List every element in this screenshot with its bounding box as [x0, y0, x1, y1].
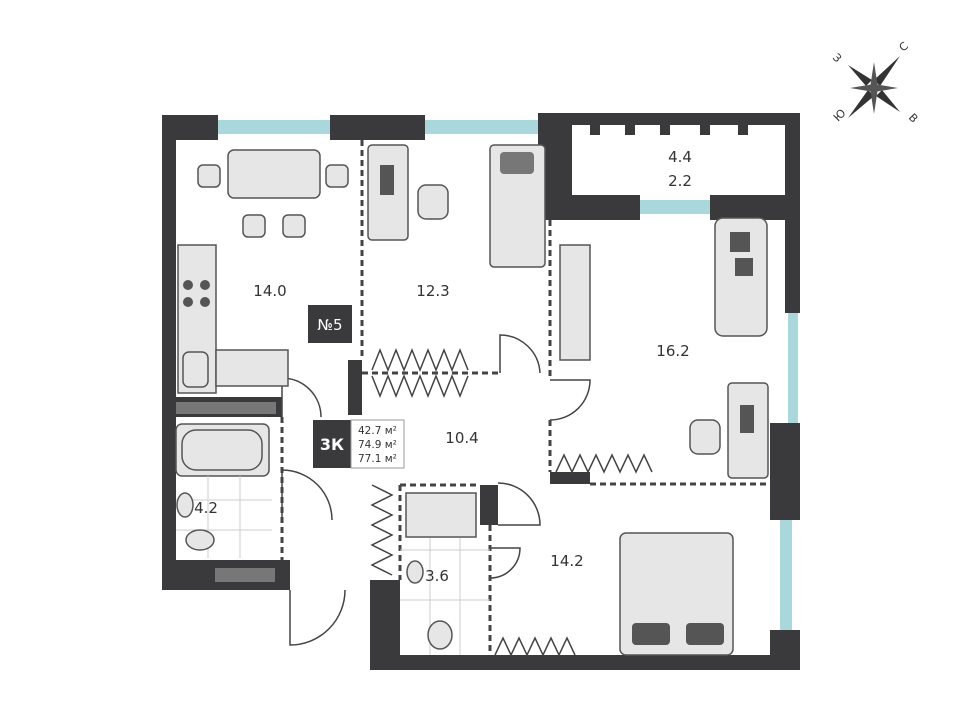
partitions: [280, 140, 770, 657]
room-area-top: 12.3: [416, 282, 449, 300]
total-area: 74.9 м²: [358, 439, 397, 451]
room-area-hall: 10.4: [445, 429, 478, 447]
compass-west: З: [830, 51, 844, 65]
areas-box: [350, 419, 405, 469]
compass-east: В: [906, 111, 921, 126]
room-area-bath: 4.2: [194, 499, 218, 517]
total-area-with-balcony: 77.1 м²: [358, 453, 397, 465]
apartment-number: №5: [317, 316, 342, 334]
apartment-number-badge: [308, 305, 352, 343]
compass-north: С: [897, 39, 911, 54]
balcony-reduced-area: 2.2: [668, 172, 692, 190]
room-area-bedroom: 14.2: [550, 552, 583, 570]
room-area-kitchen: 14.0: [253, 282, 286, 300]
room-area-wc: 3.6: [425, 567, 449, 585]
type-badge: [313, 420, 351, 468]
outer-walls: [162, 113, 800, 670]
balcony-area: 4.4: [668, 148, 692, 166]
living-area: 42.7 м²: [358, 425, 397, 437]
compass-south: Ю: [831, 106, 849, 124]
furniture: [175, 144, 769, 656]
compass-rose-icon: [848, 56, 900, 118]
type-label: 3К: [320, 435, 344, 454]
room-area-right: 16.2: [656, 342, 689, 360]
